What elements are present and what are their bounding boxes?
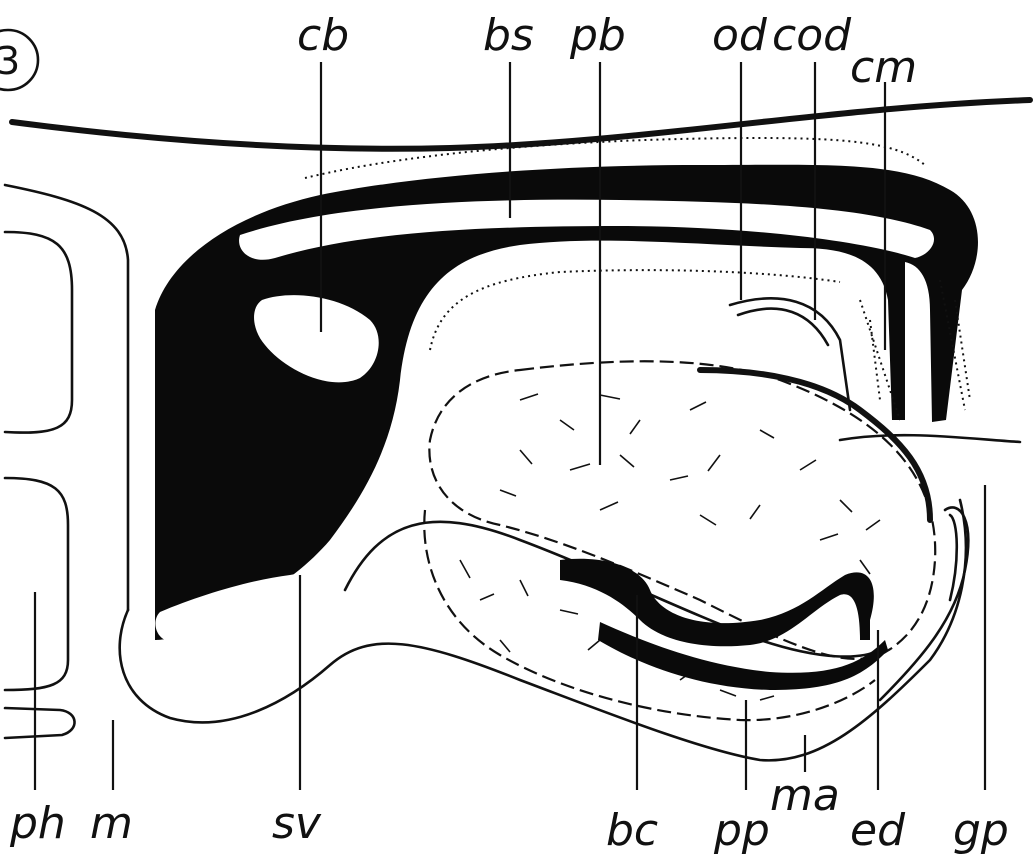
figure-number: 3 xyxy=(0,39,20,83)
body-wall-outline xyxy=(12,100,1030,149)
right-wall-line xyxy=(840,435,1020,442)
gp-outer-curve xyxy=(880,508,968,701)
figure-number-badge: 3 xyxy=(0,30,38,90)
label-cb: cb xyxy=(297,10,349,61)
label-ma: ma xyxy=(770,770,840,821)
label-ph: ph xyxy=(9,798,66,849)
label-bc: bc xyxy=(606,805,658,856)
label-pp: pp xyxy=(713,805,770,856)
label-pb: pb xyxy=(569,10,626,61)
label-cm: cm xyxy=(850,42,917,93)
label-cod: cod xyxy=(772,10,852,61)
label-od: od xyxy=(712,10,768,61)
label-ed: ed xyxy=(850,805,906,856)
label-bs: bs xyxy=(483,10,534,61)
pharynx-structures xyxy=(5,185,128,738)
label-sv: sv xyxy=(272,798,322,849)
label-gp: gp xyxy=(953,805,1009,856)
label-m: m xyxy=(90,798,133,849)
